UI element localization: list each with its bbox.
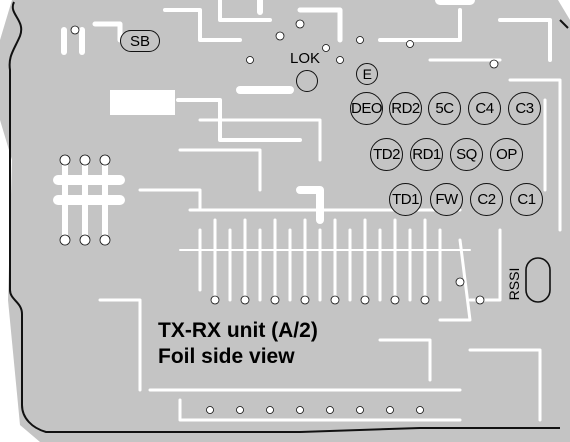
pad-sb-label: SB (129, 32, 150, 50)
pad-fw-label: FW (435, 191, 458, 208)
pad-sq-label: SQ (456, 146, 477, 163)
pad-c2: C2 (470, 183, 503, 216)
pad-lok (296, 70, 318, 92)
pad-td2-label: TD2 (373, 146, 400, 163)
pad-c4: C4 (468, 92, 501, 125)
figure-caption: TX-RX unit (A/2) Foil side view (158, 318, 318, 370)
pad-op-label: OP (496, 146, 517, 163)
pad-5c: 5C (428, 92, 461, 125)
pad-td1: TD1 (389, 183, 422, 216)
pad-td1-label: TD1 (392, 191, 419, 208)
caption-line-2: Foil side view (158, 345, 295, 368)
pad-op: OP (490, 138, 523, 171)
pad-sq: SQ (450, 138, 483, 171)
pad-rd1: RD1 (410, 138, 443, 171)
pad-c3-label: C3 (515, 100, 534, 117)
lok-label: LOK (290, 50, 321, 67)
pad-td2: TD2 (370, 138, 403, 171)
pad-c3: C3 (508, 92, 541, 125)
pad-fw: FW (430, 183, 463, 216)
pad-e-label: E (362, 66, 372, 82)
pad-sb: SB (120, 30, 160, 52)
pad-rd1-label: RD1 (412, 146, 441, 163)
caption-line-1: TX-RX unit (A/2) (158, 319, 318, 342)
pad-deo-label: DEO (351, 100, 383, 117)
pad-rd2: RD2 (389, 92, 422, 125)
pad-e: E (356, 63, 378, 85)
rssi-test-point (525, 257, 551, 303)
pad-c1-label: C1 (517, 191, 536, 208)
pad-c2-label: C2 (477, 191, 496, 208)
pad-c4-label: C4 (475, 100, 494, 117)
rssi-label: RSSI (506, 267, 522, 301)
pad-rd2-label: RD2 (391, 100, 420, 117)
rssi-label-wrap: RSSI (506, 260, 522, 308)
pad-deo: DEO (350, 92, 383, 125)
pad-c1: C1 (510, 183, 543, 216)
pad-5c-label: 5C (435, 100, 454, 117)
